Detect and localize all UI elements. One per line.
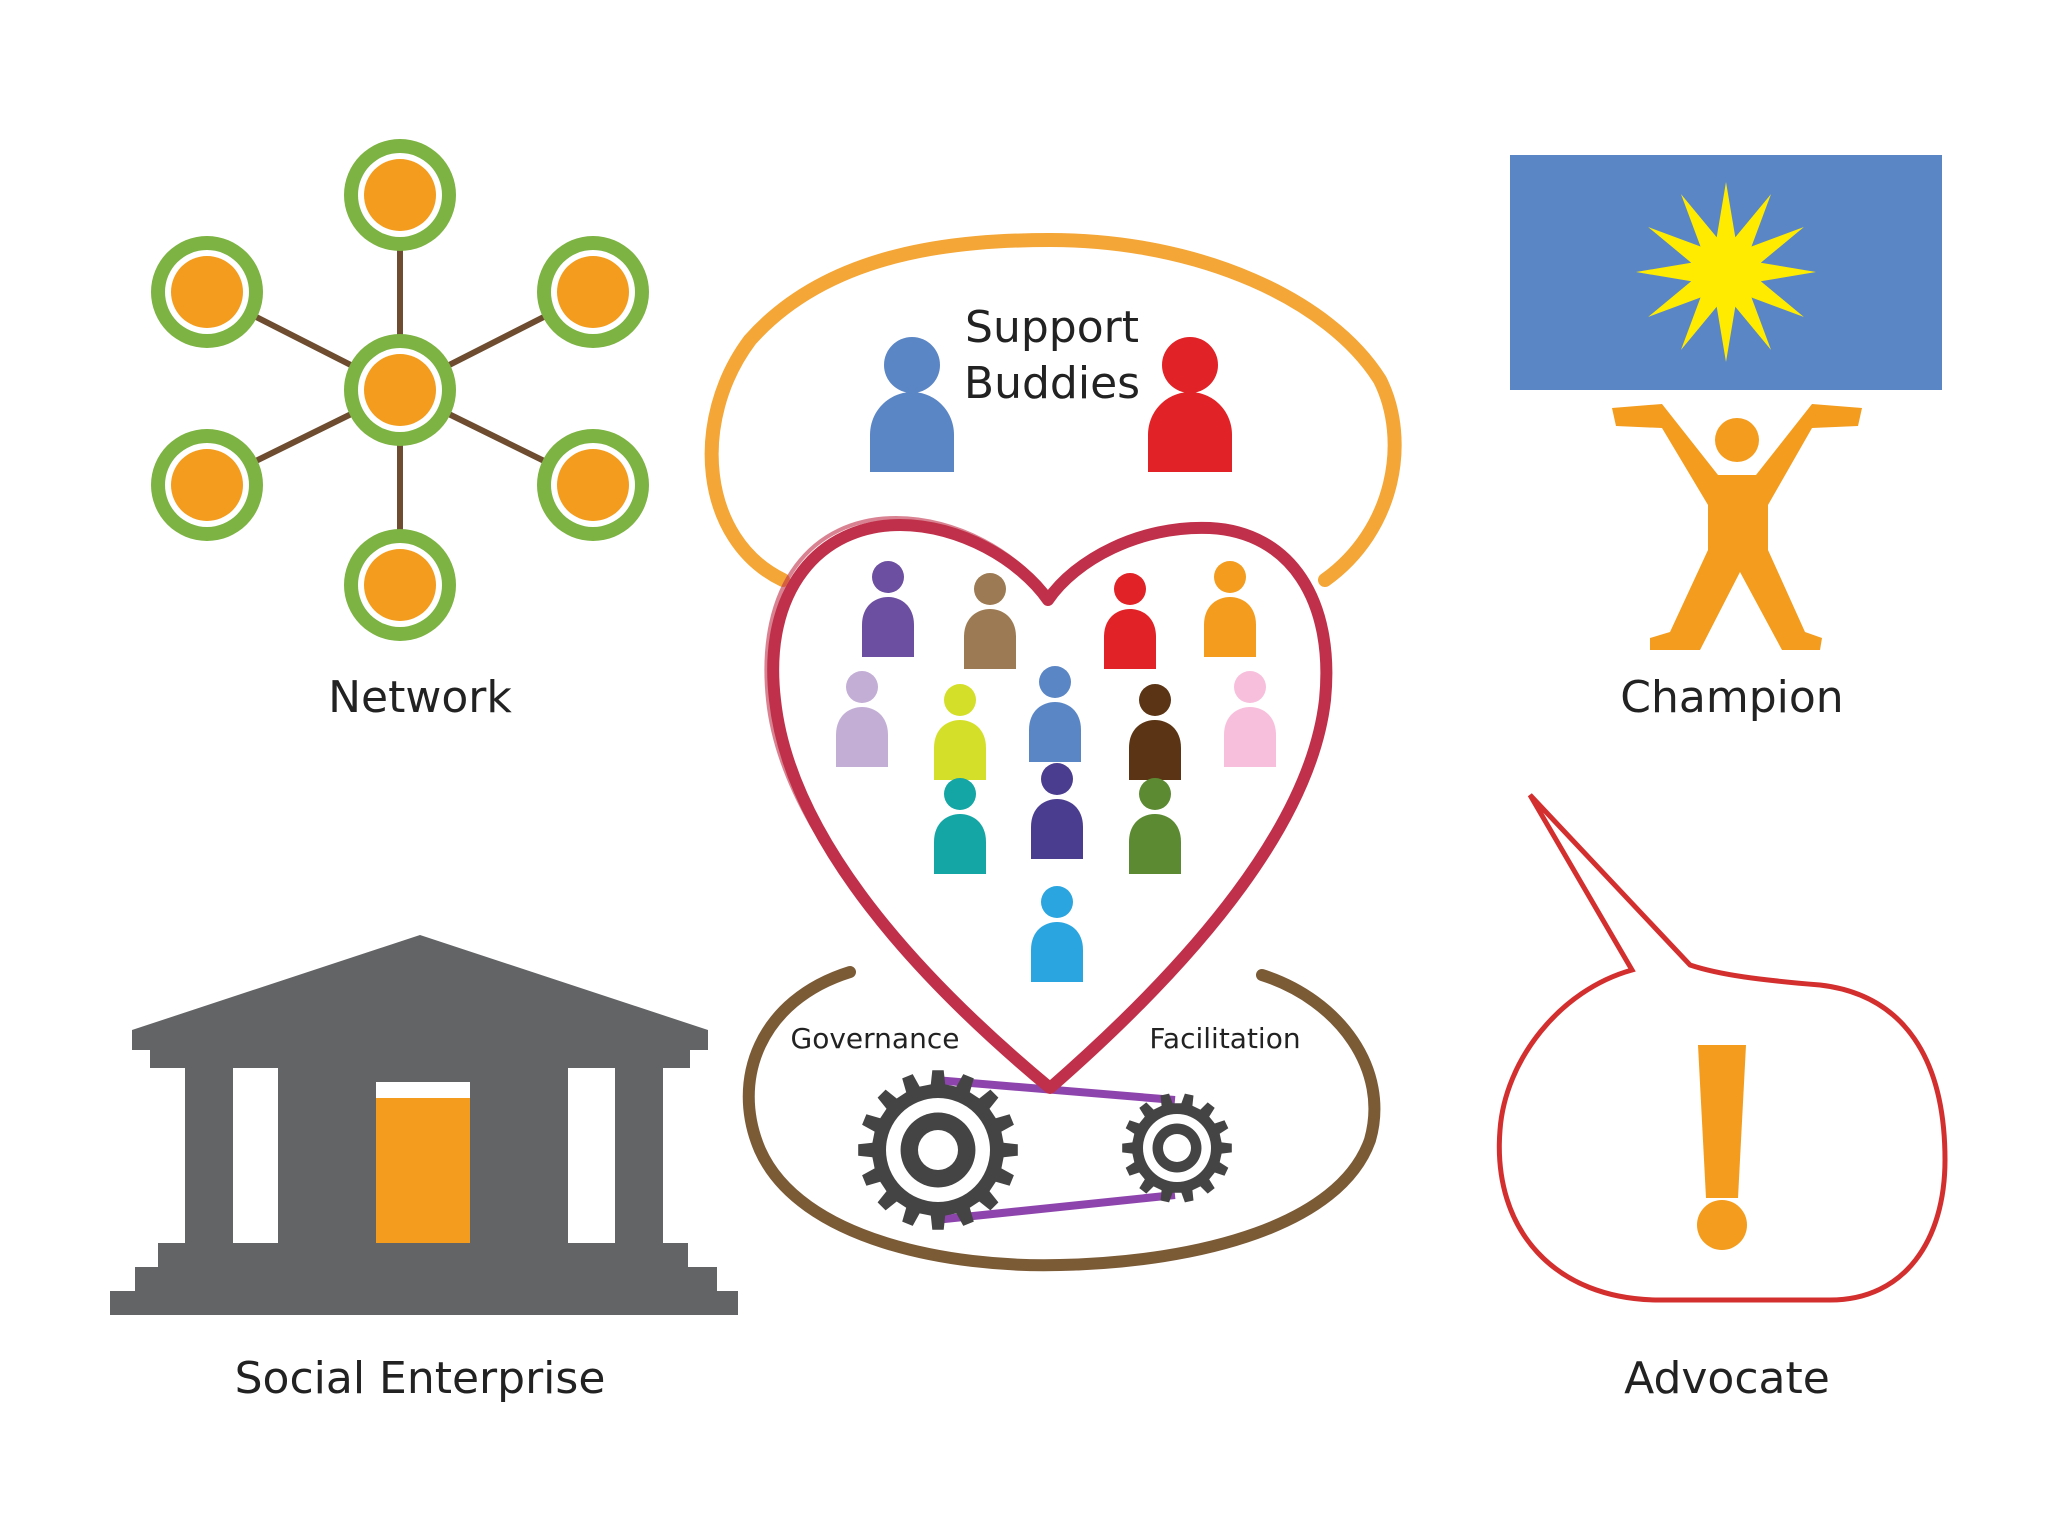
heart-people — [836, 561, 1276, 982]
gear-hole — [918, 1130, 958, 1170]
person-icon — [836, 671, 888, 767]
buddy-icon-red — [1148, 337, 1232, 472]
support-buddies-label-line1: Support — [965, 302, 1139, 353]
person-icon — [862, 561, 914, 657]
heart-outline-brush — [764, 515, 1048, 1082]
person-icon — [1129, 684, 1181, 780]
gear-hole — [1163, 1134, 1191, 1162]
network-node — [537, 236, 649, 348]
person-icon — [1031, 763, 1083, 859]
network-node — [344, 139, 456, 251]
exclamation-icon — [1697, 1045, 1747, 1250]
champion-label: Champion — [1620, 672, 1843, 723]
gear-icon-small — [1122, 1093, 1232, 1203]
network-node — [151, 236, 263, 348]
person-icon — [1129, 778, 1181, 874]
heart-outline — [767, 519, 1333, 1094]
advocate-label: Advocate — [1624, 1353, 1830, 1404]
network-icon — [151, 139, 649, 641]
social-enterprise-label: Social Enterprise — [235, 1353, 606, 1404]
person-icon — [964, 573, 1016, 669]
champion-figure-icon — [1612, 404, 1862, 650]
support-ring — [704, 232, 1402, 587]
person-icon — [1029, 666, 1081, 762]
network-node — [537, 429, 649, 541]
network-node-center — [344, 334, 456, 446]
person-icon — [1224, 671, 1276, 767]
sun-icon — [1636, 182, 1816, 362]
building-icon — [110, 935, 738, 1315]
network-label: Network — [328, 672, 512, 723]
base-ring — [742, 966, 1381, 1272]
champion-flag — [1510, 155, 1942, 390]
person-icon — [934, 778, 986, 874]
person-icon — [1104, 573, 1156, 669]
gear-icon-large — [858, 1070, 1018, 1230]
person-icon — [1031, 886, 1083, 982]
governance-label: Governance — [791, 1022, 960, 1055]
speech-bubble-icon — [1496, 793, 1948, 1303]
network-node — [151, 429, 263, 541]
buddy-icon-blue — [870, 337, 954, 472]
support-buddies-label-line2: Buddies — [964, 358, 1140, 409]
facilitation-label: Facilitation — [1149, 1022, 1300, 1055]
person-icon — [1204, 561, 1256, 657]
person-icon — [934, 684, 986, 780]
network-node — [344, 529, 456, 641]
building-door — [376, 1098, 470, 1243]
